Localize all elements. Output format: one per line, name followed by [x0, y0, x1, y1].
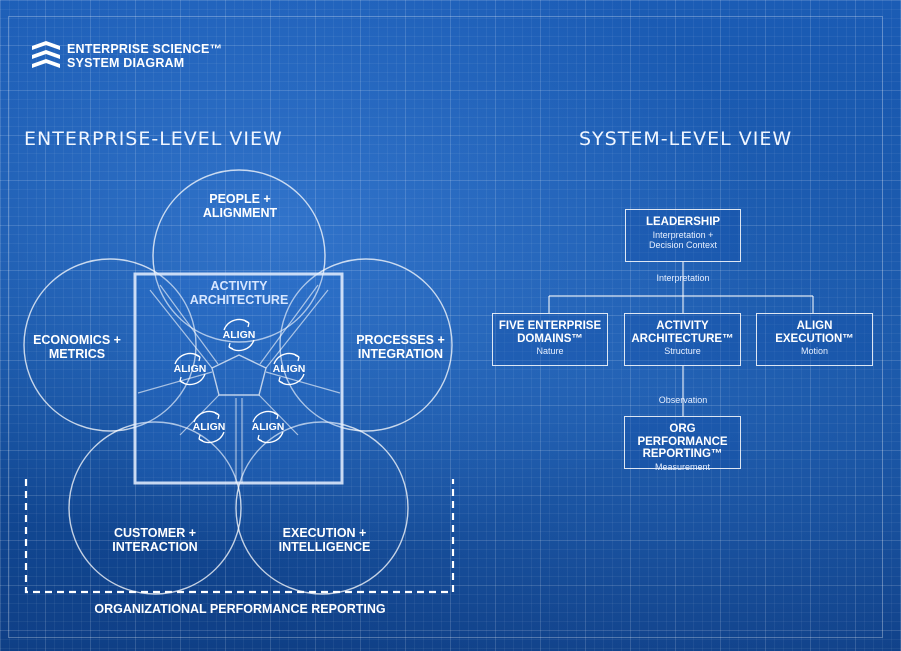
align-cycle-icon: [174, 352, 206, 386]
box-title: DOMAINS™: [517, 332, 583, 345]
petal-customer: [68, 421, 242, 595]
blueprint-frame: [8, 16, 883, 638]
leadership-box: LEADERSHIP Interpretation + Decision Con…: [625, 209, 741, 262]
box-title: ACTIVITY: [656, 320, 709, 332]
label-line: INTERACTION: [112, 540, 198, 554]
petal-economics: [23, 258, 197, 432]
label-line: INTEGRATION: [357, 347, 444, 361]
label-line: ECONOMICS +: [33, 333, 121, 347]
align-cycle-icon: [273, 352, 305, 386]
label-line: METRICS: [48, 347, 106, 361]
system-view-title: SYSTEM-LEVEL VIEW: [579, 128, 793, 150]
box-subtitle: Decision Context: [648, 239, 718, 250]
header-line1: ENTERPRISE SCIENCE™: [67, 42, 223, 56]
align-cycle-icon: [193, 410, 225, 444]
customer-interaction-label: CUSTOMER + INTERACTION: [95, 526, 215, 554]
reporting-bracket: [24, 479, 455, 594]
system-connectors: [548, 262, 814, 416]
box-title: REPORTING™: [642, 448, 723, 460]
box-title: ARCHITECTURE™: [631, 332, 734, 345]
people-alignment-label: PEOPLE + ALIGNMENT: [180, 192, 300, 220]
reporting-label: ORGANIZATIONAL PERFORMANCE REPORTING: [94, 602, 386, 616]
header-title: ENTERPRISE SCIENCE™ SYSTEM DIAGRAM: [67, 42, 222, 70]
box-subtitle: Structure: [664, 346, 701, 356]
processes-integration-label: PROCESSES + INTEGRATION: [343, 333, 458, 361]
label-line: ALIGNMENT: [202, 206, 278, 220]
box-title: ORG PERFORMANCE: [637, 423, 728, 448]
label-line: ACTIVITY: [210, 279, 268, 293]
header-line2: SYSTEM DIAGRAM: [67, 56, 185, 70]
box-title: FIVE ENTERPRISE: [498, 320, 602, 332]
economics-metrics-label: ECONOMICS + METRICS: [22, 333, 132, 361]
label-line: EXECUTION +: [282, 526, 367, 540]
align-label-bottom-left: ALIGN: [192, 421, 226, 433]
align-cycle-icon: [252, 410, 284, 444]
align-label-top: ALIGN: [222, 329, 256, 341]
org-performance-box: ORG PERFORMANCE REPORTING™ Measurement: [624, 416, 741, 472]
label-line: PROCESSES +: [356, 333, 445, 347]
box-subtitle: Measurement: [654, 461, 711, 472]
petal-people: [152, 169, 326, 343]
box-subtitle: Motion: [800, 346, 828, 356]
label-line: PEOPLE +: [209, 192, 271, 206]
execution-intelligence-label: EXECUTION + INTELLIGENCE: [262, 526, 387, 554]
align-execution-box: ALIGN EXECUTION™ Motion: [756, 313, 873, 366]
enterprise-view-title: ENTERPRISE-LEVEL VIEW: [24, 128, 283, 150]
align-icons: [174, 318, 305, 444]
label-line: INTELLIGENCE: [278, 540, 371, 554]
align-cycle-icon: [223, 318, 255, 352]
label-line: ARCHITECTURE: [189, 293, 289, 307]
box-subtitle: Interpretation +: [652, 229, 714, 240]
box-title: EXECUTION™: [775, 332, 854, 345]
align-label-left: ALIGN: [173, 363, 207, 375]
center-pentagon: [211, 354, 267, 396]
activity-architecture-square: [133, 272, 344, 485]
petal-execution: [235, 421, 409, 595]
box-title: LEADERSHIP: [645, 216, 721, 228]
petal-processes: [279, 258, 453, 432]
label-line: CUSTOMER +: [113, 526, 197, 540]
interpretation-label: Interpretation: [656, 273, 710, 283]
logo-icon: [32, 41, 60, 68]
five-domains-box: FIVE ENTERPRISE DOMAINS™ Nature: [492, 313, 608, 366]
activity-architecture-box: ACTIVITY ARCHITECTURE™ Structure: [624, 313, 741, 366]
observation-label: Observation: [658, 395, 708, 405]
activity-architecture-label: ACTIVITY ARCHITECTURE: [179, 279, 299, 307]
align-label-right: ALIGN: [272, 363, 306, 375]
box-title: ALIGN: [796, 320, 833, 332]
box-subtitle: Nature: [536, 346, 564, 356]
align-label-bottom-right: ALIGN: [251, 421, 285, 433]
